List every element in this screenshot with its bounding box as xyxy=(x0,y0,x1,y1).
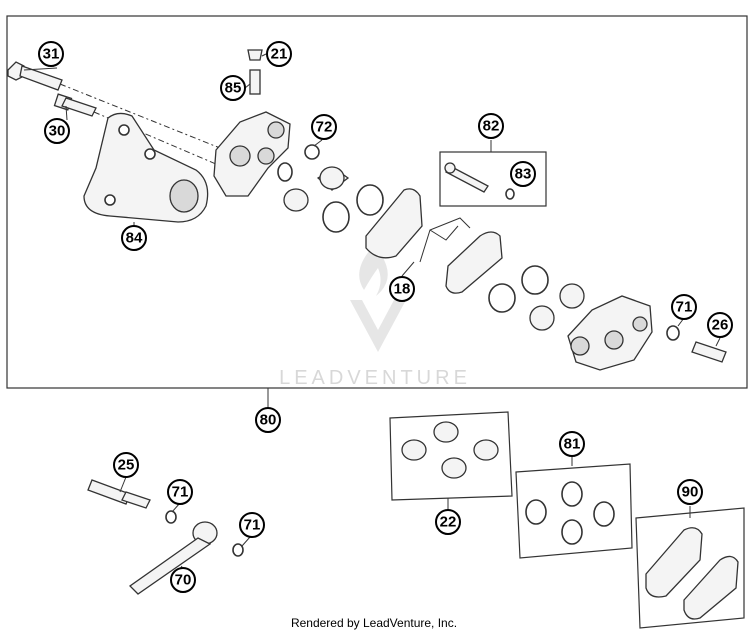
svg-text:22: 22 xyxy=(440,514,457,531)
brake-pad-right xyxy=(445,231,503,294)
svg-text:81: 81 xyxy=(564,436,581,453)
leader-18 xyxy=(401,261,415,277)
piston-upper xyxy=(316,166,350,191)
brake-line-banjo xyxy=(128,521,218,595)
o-ring-left xyxy=(277,162,293,182)
piston-right-lower xyxy=(529,305,555,331)
callout-25: 25 xyxy=(113,452,139,478)
leader-30 xyxy=(65,105,68,121)
svg-text:30: 30 xyxy=(49,123,66,140)
svg-text:90: 90 xyxy=(682,484,699,501)
svg-text:72: 72 xyxy=(316,119,333,136)
leader-31 xyxy=(23,67,58,71)
callout-70: 70 xyxy=(170,567,196,593)
piston-lower xyxy=(283,188,309,212)
washer-72 xyxy=(304,144,320,160)
svg-text:71: 71 xyxy=(244,517,261,534)
seal-kit-box xyxy=(515,463,633,559)
callout-22: 22 xyxy=(435,509,461,535)
seal-ring-2 xyxy=(356,184,384,216)
svg-text:84: 84 xyxy=(126,230,143,247)
leader-25 xyxy=(119,476,127,493)
leadventure-watermark-logo xyxy=(350,250,406,352)
caliper-bracket-84 xyxy=(83,112,209,223)
callout-72: 72 xyxy=(311,114,337,140)
bolt-30 xyxy=(53,93,97,117)
leader-21 xyxy=(261,53,267,57)
bleeder-screw-85 xyxy=(249,69,261,95)
render-credit: Rendered by LeadVenture, Inc. xyxy=(291,616,457,630)
banjo-bolt-25 xyxy=(87,479,151,509)
piston-right-upper xyxy=(559,283,585,309)
seal-ring-4 xyxy=(488,283,516,313)
pin-kit-box xyxy=(439,151,547,207)
callout-31: 31 xyxy=(38,41,64,67)
svg-text:71: 71 xyxy=(172,484,189,501)
bleeder-bolt-26 xyxy=(691,341,727,363)
bolt-31 xyxy=(7,61,63,91)
piston-kit-box xyxy=(389,411,513,501)
callout-71-line-2: 71 xyxy=(239,512,265,538)
svg-text:70: 70 xyxy=(175,572,192,589)
washer-71-caliper xyxy=(666,325,680,341)
brake-pad-left xyxy=(365,188,423,259)
callout-90: 90 xyxy=(677,479,703,505)
callout-84: 84 xyxy=(121,225,147,251)
watermark-text: LEADVENTURE xyxy=(279,367,471,389)
caliper-housing-upper xyxy=(213,111,291,197)
caliper-housing-lower xyxy=(567,295,653,371)
seal-ring-3 xyxy=(521,265,549,295)
callout-71-caliper: 71 xyxy=(671,294,697,320)
callout-21: 21 xyxy=(266,41,292,67)
caliper-assembly-frame xyxy=(6,15,748,389)
callout-80: 80 xyxy=(255,407,281,433)
callout-26: 26 xyxy=(707,312,733,338)
svg-text:85: 85 xyxy=(225,80,242,97)
callout-83: 83 xyxy=(510,161,536,187)
callout-85: 85 xyxy=(220,75,246,101)
svg-text:25: 25 xyxy=(118,457,135,474)
svg-text:31: 31 xyxy=(43,46,60,63)
callout-18: 18 xyxy=(389,276,415,302)
callout-71-line-1: 71 xyxy=(167,479,193,505)
svg-text:21: 21 xyxy=(271,46,288,63)
callout-81: 81 xyxy=(559,431,585,457)
seal-ring-1 xyxy=(322,201,350,233)
svg-text:80: 80 xyxy=(260,412,277,429)
svg-text:26: 26 xyxy=(712,317,729,334)
pad-kit-box xyxy=(635,507,745,629)
leader-71-line-2 xyxy=(241,536,251,547)
callout-30: 30 xyxy=(44,118,70,144)
leader-72 xyxy=(313,139,323,147)
leader-26 xyxy=(715,337,721,347)
washer-71-line-1 xyxy=(165,510,177,524)
callout-82: 82 xyxy=(478,113,504,139)
bleeder-cap-21 xyxy=(247,49,263,61)
svg-text:71: 71 xyxy=(676,299,693,316)
washer-71-line-2 xyxy=(232,543,244,557)
svg-text:83: 83 xyxy=(515,166,532,183)
svg-text:18: 18 xyxy=(394,281,411,298)
svg-text:82: 82 xyxy=(483,118,500,135)
pad-spring-18 xyxy=(419,217,471,263)
